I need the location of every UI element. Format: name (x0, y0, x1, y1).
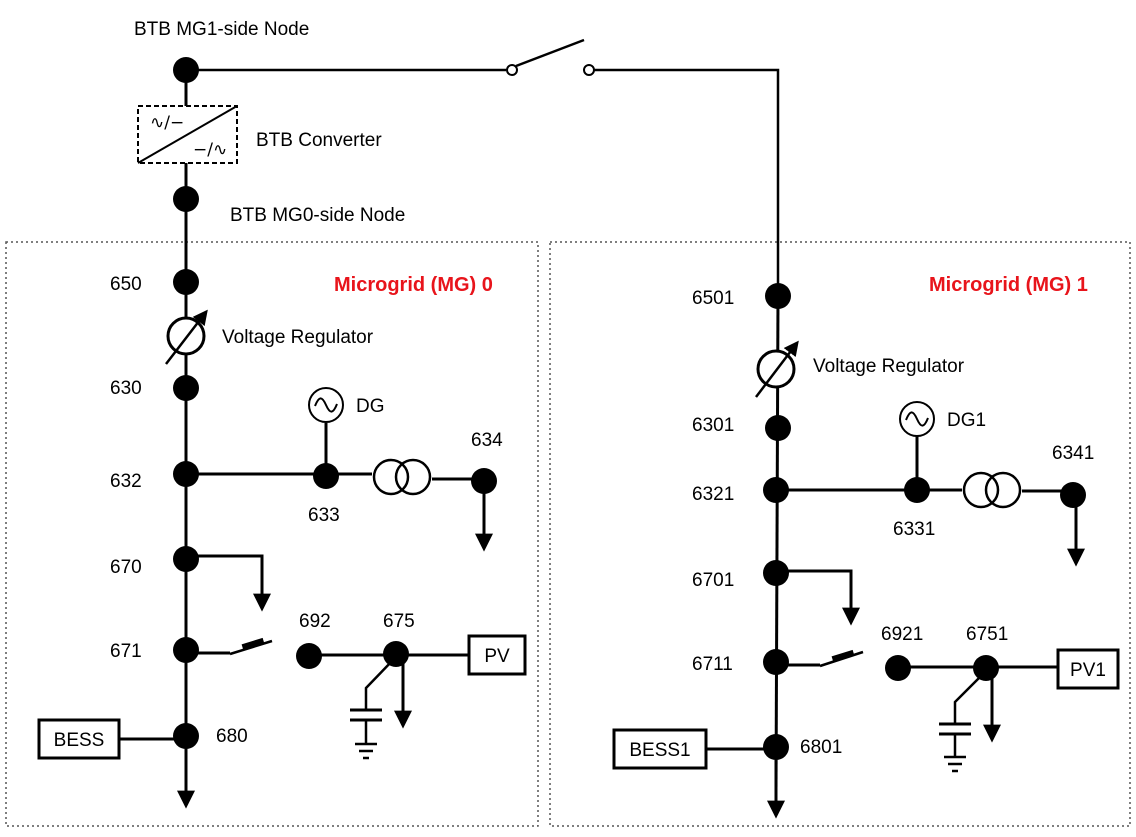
node-670 (173, 546, 199, 572)
label-675: 675 (383, 611, 415, 632)
dg1-label: DG1 (947, 410, 986, 431)
btb-mg1-side-node (173, 57, 199, 83)
pv1-box (1056, 648, 1120, 690)
node-6701 (763, 560, 789, 586)
label-6321: 6321 (692, 484, 734, 505)
fuse-1-element (831, 649, 855, 663)
dg-sine-icon (314, 397, 338, 413)
dg-label: DG (356, 396, 385, 417)
label-6501: 6501 (692, 288, 734, 309)
transformer-0-coil-b (394, 458, 432, 496)
node-671 (173, 637, 199, 663)
mg1-region (549, 241, 1131, 827)
voltage-regulator-1-label: Voltage Regulator (813, 356, 965, 377)
bess1-box (612, 728, 708, 770)
label-6711: 6711 (692, 654, 733, 675)
label-633: 633 (308, 505, 340, 526)
bess1-label: BESS1 (629, 740, 690, 761)
bess-box (37, 718, 121, 760)
node-692 (296, 643, 322, 669)
voltage-regulator-0-label: Voltage Regulator (222, 327, 374, 348)
switch-contact-left (506, 64, 518, 76)
label-6801: 6801 (800, 737, 842, 758)
converter-ac-dc-symbol: ∿/− (150, 113, 184, 133)
switch-contact-right (583, 64, 595, 76)
node-650 (173, 269, 199, 295)
capacitor-1-wire (953, 673, 984, 724)
btb-converter-diagonal (137, 105, 238, 164)
load-670-arrow (186, 554, 271, 612)
transformer-1-coil-b (984, 471, 1022, 509)
node-6501 (765, 283, 791, 309)
switch-blade (515, 38, 585, 68)
btb-converter-label: BTB Converter (256, 130, 382, 151)
label-6751: 6751 (966, 624, 1008, 645)
bess-label: BESS (54, 730, 105, 751)
label-634: 634 (471, 430, 503, 451)
label-630: 630 (110, 378, 142, 399)
capacitor-0-wire (364, 659, 394, 710)
voltage-regulator-1-arrow (755, 340, 799, 398)
node-6301 (765, 415, 791, 441)
btb-mg1-node-label: BTB MG1-side Node (134, 19, 309, 40)
label-632: 632 (110, 471, 142, 492)
fuse-0-element (241, 637, 265, 651)
node-634 (471, 468, 497, 494)
mg1-title: Microgrid (MG) 1 (929, 274, 1088, 296)
node-675 (383, 641, 409, 667)
label-6921: 6921 (881, 624, 923, 645)
mg0-title: Microgrid (MG) 0 (334, 274, 493, 296)
node-6751 (973, 655, 999, 681)
label-692: 692 (299, 611, 331, 632)
pv-box (467, 634, 527, 676)
voltage-regulator-0-arrow (165, 309, 208, 365)
btb-mg0-side-node (173, 186, 199, 212)
node-6801 (763, 734, 789, 760)
node-6341 (1060, 482, 1086, 508)
label-670: 670 (110, 557, 142, 578)
transformer-1-coil-a (962, 471, 1000, 509)
node-6331 (904, 477, 930, 503)
btb-mg0-node-label: BTB MG0-side Node (230, 205, 405, 226)
node-6921 (885, 655, 911, 681)
node-6711 (763, 649, 789, 675)
load-6701-arrow (776, 569, 860, 626)
node-633 (313, 463, 339, 489)
label-650: 650 (110, 274, 142, 295)
pv1-label: PV1 (1070, 660, 1106, 681)
transformer-0-coil-a (372, 458, 410, 496)
mg0-region (5, 241, 539, 827)
label-671: 671 (110, 641, 142, 662)
node-630 (173, 375, 199, 401)
label-680: 680 (216, 726, 248, 747)
btb-to-mg1-wire (594, 68, 780, 296)
label-6341: 6341 (1052, 443, 1094, 464)
node-6321 (763, 477, 789, 503)
label-6331: 6331 (893, 519, 935, 540)
pv-label: PV (484, 646, 510, 667)
node-680 (173, 723, 199, 749)
label-6701: 6701 (692, 570, 734, 591)
converter-dc-ac-symbol: −/∿ (193, 140, 227, 160)
node-632 (173, 461, 199, 487)
dg1-sine-icon (905, 411, 929, 427)
label-6301: 6301 (692, 415, 734, 436)
